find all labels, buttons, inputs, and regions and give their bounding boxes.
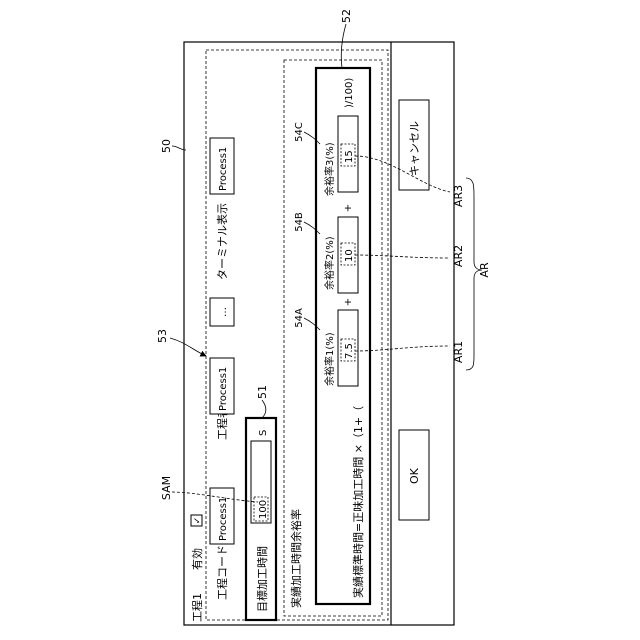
ref-ar3: AR3 <box>452 185 465 207</box>
formula-prefix: 実績標準時間=正味加工時間 ×（1+（ <box>351 406 365 598</box>
ref-ar: AR <box>478 262 491 278</box>
plus-sign-2: + <box>343 204 354 212</box>
ref-54b-leader <box>304 222 320 234</box>
ellipsis-button-label: … <box>218 307 229 317</box>
check-icon: ✓ <box>193 517 203 525</box>
title-row: 工程1 有効 <box>190 548 204 622</box>
margin1-label: 余裕率1(%) <box>323 332 336 386</box>
margin2-value: 10 <box>344 249 355 262</box>
ref-51-leader <box>262 400 266 418</box>
margin1-value: 7.5 <box>344 343 355 359</box>
target-time-unit: S <box>258 430 269 436</box>
terminal-label: ターミナル表示 <box>215 203 229 280</box>
ref-54a-leader <box>304 318 320 330</box>
formula-suffix: )/100) <box>344 78 355 108</box>
process-code-value: Process1 <box>218 497 229 541</box>
process-person-value: Process1 <box>218 367 229 411</box>
ref-54b: 54B <box>294 212 305 232</box>
ref-50: 50 <box>160 139 173 153</box>
terminal-value: Process1 <box>218 147 229 191</box>
ref-51: 51 <box>256 385 269 399</box>
cancel-button-label: キャンセル <box>408 121 421 176</box>
target-time-label: 目標加工時間 <box>255 546 269 612</box>
ref-52-leader <box>341 24 346 68</box>
section-title: 実績加工時間余裕率 <box>289 509 303 608</box>
target-time-value: 100 <box>258 500 269 519</box>
ok-button-label: OK <box>408 467 421 484</box>
enabled-label: 有効 <box>190 548 204 570</box>
ref-sam: SAM <box>160 476 173 500</box>
ref-ar2: AR2 <box>452 245 465 267</box>
plus-sign-1: + <box>343 298 354 306</box>
ref-ar1: AR1 <box>452 341 465 363</box>
ref-54a: 54A <box>294 308 305 328</box>
margin3-label: 余裕率3(%) <box>323 142 336 196</box>
dialog-title: 工程1 <box>191 593 204 622</box>
margin3-value: 15 <box>344 150 355 163</box>
ref-53-arrow <box>170 338 206 356</box>
ref-54c-leader <box>304 132 320 144</box>
margin2-label: 余裕率2(%) <box>323 236 336 290</box>
ref-53: 53 <box>156 329 169 343</box>
ref-52: 52 <box>340 9 353 23</box>
process-code-label: 工程コード <box>216 545 229 600</box>
ref-54c: 54C <box>294 122 305 142</box>
